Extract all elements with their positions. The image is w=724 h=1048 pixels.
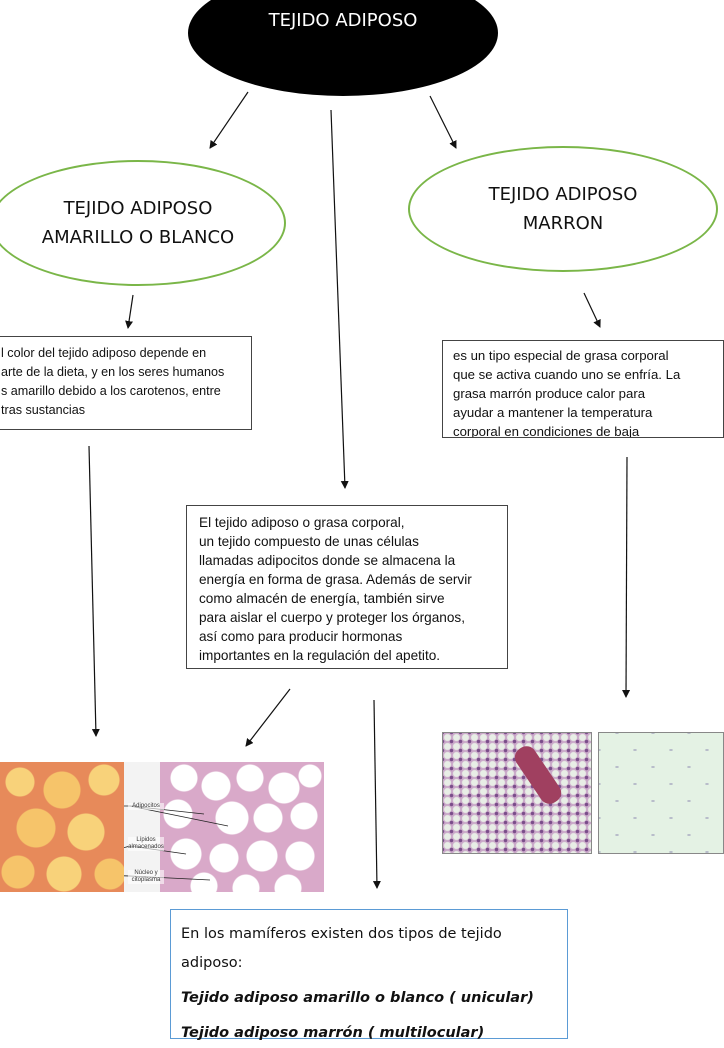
left-node-oval: TEJIDO ADIPOSO AMARILLO O BLANCO bbox=[0, 160, 286, 286]
arrow-title-to-center bbox=[330, 109, 349, 489]
white-fat-histology-image: Adipocitos Lípidos almacenados Núcleo y … bbox=[124, 762, 324, 892]
label-nucleo-line1: Núcleo y bbox=[134, 870, 158, 876]
white-fat-cells-image bbox=[598, 732, 724, 854]
left-desc-line: arte de la dieta, y en los seres humanos bbox=[1, 365, 225, 379]
label-nucleo: Núcleo y citoplasma bbox=[128, 870, 164, 884]
right-desc-line: corporal en condiciones de baja bbox=[453, 424, 640, 438]
left-node-line2: AMARILLO O BLANCO bbox=[41, 227, 235, 248]
right-node-line2: MARRON bbox=[522, 213, 604, 234]
center-desc-line: energía en forma de grasa. Además de ser… bbox=[199, 572, 472, 587]
left-description-box: l color del tejido adiposo depende en ar… bbox=[0, 336, 252, 430]
center-desc-line: para aislar el cuerpo y proteger los órg… bbox=[199, 610, 465, 625]
left-desc-line: l color del tejido adiposo depende en bbox=[1, 346, 207, 360]
label-lipidos: Lípidos almacenados bbox=[128, 837, 164, 851]
bottom-type2: Tejido adiposo marrón ( multilocular) bbox=[181, 1025, 485, 1041]
arrow-center-to-bottom bbox=[372, 699, 381, 889]
bottom-type1: Tejido adiposo amarillo o blanco ( unicu… bbox=[181, 990, 534, 1006]
arrow-right-box-to-image bbox=[622, 456, 631, 698]
arrow-title-to-right bbox=[429, 95, 457, 149]
label-adipocitos: Adipocitos bbox=[128, 803, 164, 810]
title-text: TEJIDO ADIPOSO bbox=[268, 10, 418, 31]
blood-vessel bbox=[510, 742, 566, 808]
center-desc-line: un tejido compuesto de unas células bbox=[199, 534, 419, 549]
center-desc-line: así como para producir hormonas bbox=[199, 629, 403, 644]
left-desc-line: s amarillo debido a los carotenos, entre bbox=[1, 384, 221, 398]
right-desc-line: que se activa cuando uno se enfría. La bbox=[453, 367, 681, 382]
arrow-left-oval-to-box bbox=[125, 294, 134, 329]
arrow-left-box-to-image bbox=[88, 445, 100, 737]
brown-fat-histology-image bbox=[442, 732, 592, 854]
right-desc-line: grasa marrón produce calor para bbox=[453, 386, 646, 401]
yellow-fat-tissue-image bbox=[0, 762, 124, 892]
arrow-right-oval-to-box bbox=[583, 292, 601, 328]
label-nucleo-line2: citoplasma bbox=[131, 877, 161, 883]
center-desc-line: como almacén de energía, también sirve bbox=[199, 591, 445, 606]
arrow-title-to-left bbox=[209, 91, 249, 149]
connector-arrows bbox=[88, 91, 631, 889]
center-description-box: El tejido adiposo o grasa corporal, un t… bbox=[186, 505, 508, 669]
bottom-intro-line2: adiposo: bbox=[181, 955, 243, 971]
right-node-oval: TEJIDO ADIPOSO MARRON bbox=[408, 146, 718, 272]
arrow-center-to-image bbox=[245, 688, 291, 747]
center-desc-line: llamadas adipocitos donde se almacena la bbox=[199, 553, 456, 568]
bottom-intro-line1: En los mamíferos existen dos tipos de te… bbox=[181, 926, 502, 942]
label-lipidos-line1: Lípidos bbox=[136, 837, 156, 843]
left-desc-line: tras sustancias bbox=[1, 403, 85, 417]
center-desc-line: importantes en la regulación del apetito… bbox=[199, 648, 441, 663]
label-lipidos-line2: almacenados bbox=[128, 844, 164, 850]
right-desc-line: ayudar a mantener la temperatura bbox=[453, 405, 653, 420]
left-node-line1: TEJIDO ADIPOSO bbox=[63, 198, 213, 219]
center-desc-line: El tejido adiposo o grasa corporal, bbox=[199, 515, 405, 530]
right-node-line1: TEJIDO ADIPOSO bbox=[488, 184, 638, 205]
right-desc-line: es un tipo especial de grasa corporal bbox=[453, 348, 669, 363]
bottom-summary-box: En los mamíferos existen dos tipos de te… bbox=[170, 909, 568, 1041]
right-description-box: es un tipo especial de grasa corporal qu… bbox=[442, 340, 724, 438]
